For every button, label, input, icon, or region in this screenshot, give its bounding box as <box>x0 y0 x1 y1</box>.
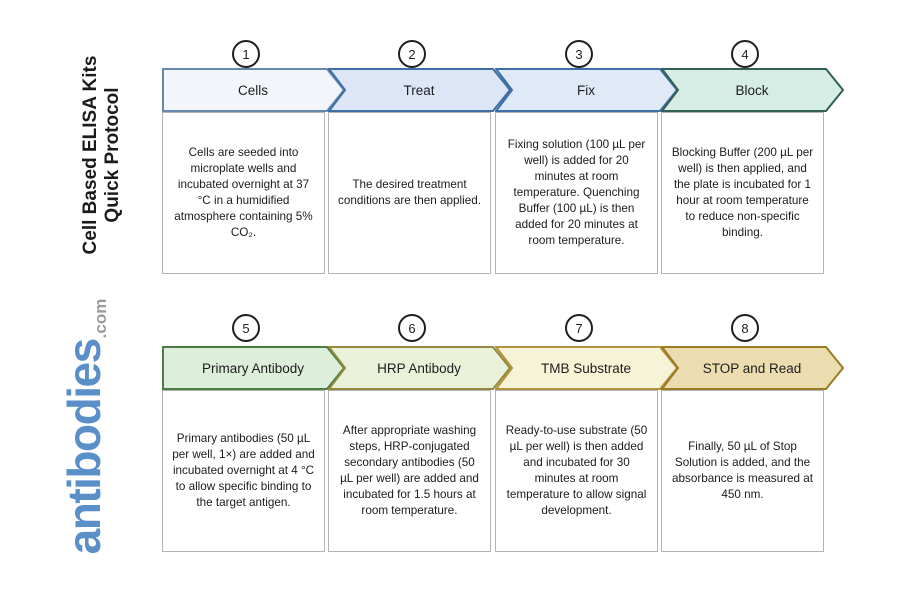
page-title-line2: Quick Protocol <box>102 87 124 223</box>
step-description-box-1: Cells are seeded into microplate wells a… <box>162 112 325 274</box>
step-description-box-4: Blocking Buffer (200 µL per well) is the… <box>661 112 824 274</box>
chevron-polygon <box>661 68 844 112</box>
step-description-box-8: Finally, 50 µL of Stop Solution is added… <box>661 390 824 552</box>
step-number: 3 <box>575 46 583 62</box>
step-description-box-5: Primary antibodies (50 µL per well, 1×) … <box>162 390 325 552</box>
step-arrow-cells: Cells <box>162 68 345 112</box>
step-description: Fixing solution (100 µL per well) is add… <box>507 137 646 248</box>
step-number-circle-1: 1 <box>232 40 260 68</box>
step-number: 5 <box>242 320 250 336</box>
page-title-line1: Cell Based ELISA Kits <box>80 55 101 255</box>
chevron-polygon <box>495 346 678 390</box>
step-arrow-primary-antibody: Primary Antibody <box>162 346 345 390</box>
step-number-circle-4: 4 <box>731 40 759 68</box>
step-arrow-treat: Treat <box>328 68 511 112</box>
step-label: Fix <box>577 82 595 98</box>
step-number: 8 <box>741 320 749 336</box>
step-number: 7 <box>575 320 583 336</box>
step-number-circle-3: 3 <box>565 40 593 68</box>
step-label: HRP Antibody <box>377 360 461 376</box>
chevron-arrow-shape <box>495 68 678 112</box>
step-arrow-fix: Fix <box>495 68 678 112</box>
step-description: After appropriate washing steps, HRP-con… <box>340 423 479 518</box>
step-label: Cells <box>237 82 268 98</box>
chevron-polygon <box>328 68 511 112</box>
step-description-box-2: The desired treatment conditions are the… <box>328 112 491 274</box>
step-number: 4 <box>741 46 749 62</box>
step-number-circle-8: 8 <box>731 314 759 342</box>
chevron-arrow-shape <box>328 68 511 112</box>
step-arrow-block: Block <box>661 68 844 112</box>
step-label: Treat <box>403 82 435 98</box>
chevron-arrow-shape <box>661 346 844 390</box>
step-label: STOP and Read <box>702 360 802 376</box>
step-arrow-stop-and-read: STOP and Read <box>661 346 844 390</box>
brand-logo: antibodies .com <box>58 267 125 587</box>
step-label: TMB Substrate <box>540 360 632 376</box>
step-arrow-tmb-substrate: TMB Substrate <box>495 346 678 390</box>
chevron-polygon <box>328 346 511 390</box>
step-description: The desired treatment conditions are the… <box>338 177 481 207</box>
step-description: Ready-to-use substrate (50 µL per well) … <box>505 423 648 518</box>
step-label: Primary Antibody <box>201 360 305 376</box>
step-number-circle-5: 5 <box>232 314 260 342</box>
chevron-polygon <box>495 68 678 112</box>
step-number-circle-6: 6 <box>398 314 426 342</box>
chevron-polygon <box>162 68 345 112</box>
chevron-arrow-shape <box>328 346 511 390</box>
chevron-arrow-shape <box>162 68 345 112</box>
step-description: Finally, 50 µL of Stop Solution is added… <box>672 439 813 502</box>
brand-logo-text: antibodies <box>58 339 110 555</box>
step-number: 2 <box>408 46 416 62</box>
chevron-arrow-shape <box>495 346 678 390</box>
step-arrow-hrp-antibody: HRP Antibody <box>328 346 511 390</box>
chevron-arrow-shape <box>661 68 844 112</box>
step-number-circle-7: 7 <box>565 314 593 342</box>
step-number: 1 <box>242 46 250 62</box>
step-description-box-6: After appropriate washing steps, HRP-con… <box>328 390 491 552</box>
step-description: Blocking Buffer (200 µL per well) is the… <box>671 145 814 240</box>
step-description-box-3: Fixing solution (100 µL per well) is add… <box>495 112 658 274</box>
chevron-polygon <box>162 346 345 390</box>
step-description: Primary antibodies (50 µL per well, 1×) … <box>172 431 315 510</box>
page-title: Cell Based ELISA Kits Quick Protocol <box>80 25 126 285</box>
step-number: 6 <box>408 320 416 336</box>
step-description-box-7: Ready-to-use substrate (50 µL per well) … <box>495 390 658 552</box>
chevron-arrow-shape <box>162 346 345 390</box>
step-label: Block <box>735 82 769 98</box>
chevron-polygon <box>661 346 844 390</box>
step-number-circle-2: 2 <box>398 40 426 68</box>
step-description: Cells are seeded into microplate wells a… <box>174 145 313 240</box>
brand-logo-suffix: .com <box>91 298 110 339</box>
